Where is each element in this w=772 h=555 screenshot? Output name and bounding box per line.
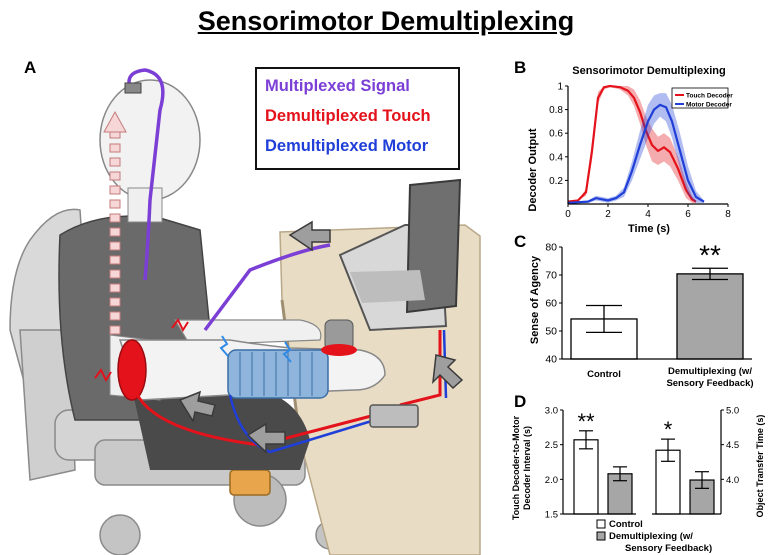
- legend-entry: Control: [609, 519, 643, 530]
- y-tick-label: 0.6: [549, 129, 563, 140]
- panel-b-label: B: [514, 58, 527, 77]
- panel-d-label: D: [514, 392, 527, 411]
- legend-entry: Demultiplexing (w/: [609, 531, 693, 542]
- chart-b-title: Sensorimotor Demultiplexing: [572, 65, 725, 77]
- chart-d-ylabel-left-line1: Touch Decoder-to-Motor: [511, 415, 521, 520]
- legend-entry: Touch Decoder: [686, 93, 733, 100]
- motor-sensation-marks: [219, 335, 292, 363]
- chart-b-ylabel: Decoder Output: [527, 128, 539, 211]
- category-label: Control: [587, 369, 621, 380]
- significance-marker: *: [664, 417, 673, 442]
- decoder-output-chart: Sensorimotor Demultiplexing Decoder Outp…: [527, 65, 733, 235]
- panel-a-label: A: [24, 58, 37, 77]
- stimulator-box: [369, 404, 419, 428]
- touch-sensation-marks: [94, 318, 189, 383]
- legend-entry: Motor Decoder: [686, 102, 732, 109]
- chart-d-plot-area: ***1.52.02.53.04.04.55.0ControlDemultipl…: [545, 406, 739, 555]
- series-line-0: [567, 84, 697, 203]
- bar: [573, 439, 599, 515]
- category-label: Demultiplexing (w/: [668, 366, 752, 377]
- chart-b-legend-box: [671, 87, 729, 109]
- legend-multiplexed-signal: Multiplexed Signal: [265, 77, 410, 95]
- legend-entry-cont: Sensory Feedback): [625, 543, 712, 554]
- prosthetic-forearm: [117, 319, 386, 401]
- significance-marker: **: [577, 409, 595, 434]
- y-tick-label: 70: [545, 270, 557, 282]
- panel-c-label: C: [514, 232, 527, 251]
- y-tick-label: 0.4: [549, 152, 563, 163]
- series-band-1: [568, 93, 704, 203]
- y-tick-label: 2.0: [545, 475, 558, 486]
- multiplexed-cable: [127, 68, 165, 281]
- chart-b-xlabel: Time (s): [628, 223, 670, 235]
- interval-transfer-chart: Touch Decoder-to-Motor Decoder Interval …: [511, 406, 765, 555]
- series-line-1: [567, 103, 705, 204]
- illustration-legend: Multiplexed Signal Demultiplexed Touch D…: [255, 67, 460, 170]
- category-label-cont: Sensory Feedback): [666, 378, 753, 389]
- legend-demultiplexed-motor: Demultiplexed Motor: [265, 137, 429, 155]
- x-tick-label: 0: [565, 209, 571, 220]
- laptop: [338, 178, 462, 332]
- chart-d-ylabel-left-line2: Decoder Interval (s): [522, 426, 532, 510]
- x-tick-label: 6: [685, 209, 691, 220]
- patient-body: [58, 79, 322, 470]
- y-tick-label: 50: [545, 326, 557, 338]
- y-tick-label: 40: [545, 354, 557, 366]
- y-tick-label: 60: [545, 298, 557, 310]
- x-tick-label: 8: [725, 209, 731, 220]
- x-tick-label: 4: [645, 209, 651, 220]
- x-tick-label: 2: [605, 209, 611, 220]
- chart-c-ylabel: Sense of Agency: [529, 255, 541, 344]
- prosthesis-illustration: [9, 68, 481, 555]
- y-tick-label: 1.5: [545, 510, 558, 521]
- y-tick-label: 0.2: [549, 176, 563, 187]
- y-tick-label-right: 5.0: [726, 406, 739, 417]
- figure-title: Sensorimotor Demultiplexing: [197, 6, 575, 36]
- legend-swatch: [596, 519, 606, 529]
- legend-demultiplexed-touch: Demultiplexed Touch: [265, 107, 431, 125]
- bar: [676, 273, 744, 360]
- y-tick-label: 3.0: [545, 406, 558, 417]
- y-tick-label: 1: [557, 82, 563, 93]
- y-tick-label: 80: [545, 242, 557, 254]
- chart-d-ylabel-right: Object Transfer Time (s): [755, 415, 765, 518]
- significance-marker: **: [699, 239, 721, 270]
- touch-cable: [130, 330, 442, 447]
- y-tick-label: 0.8: [549, 105, 563, 116]
- y-tick-label-right: 4.0: [726, 475, 739, 486]
- y-tick-label: 2.5: [545, 440, 558, 451]
- legend-swatch: [596, 531, 606, 541]
- flow-arrows: [178, 220, 464, 454]
- y-tick-label-right: 4.5: [726, 440, 739, 451]
- neural-pathway-arrow: [103, 110, 127, 335]
